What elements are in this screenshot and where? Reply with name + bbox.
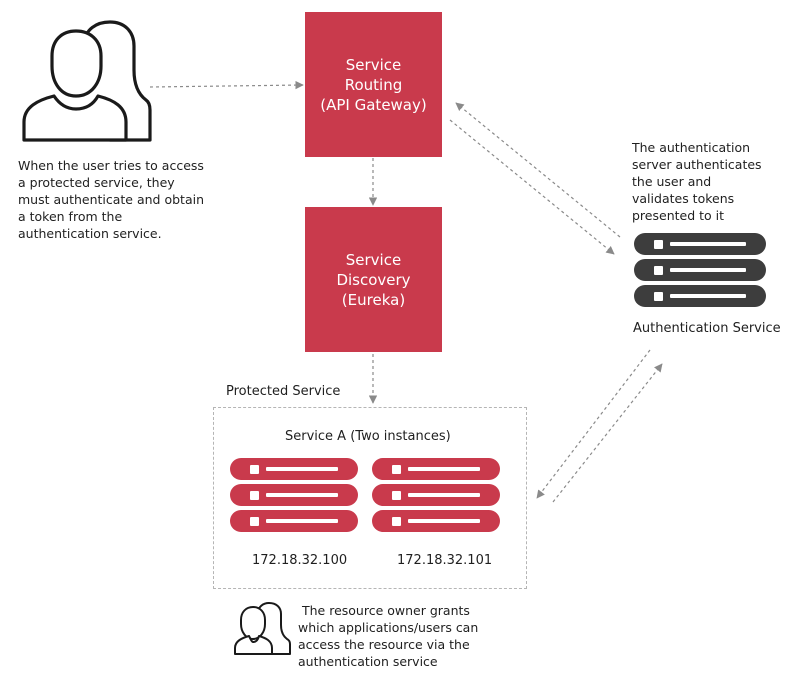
protected-service-label: Protected Service	[226, 384, 341, 399]
auth-caption-line: validates tokens	[632, 191, 735, 206]
instance-1-ip: 172.18.32.100	[252, 553, 348, 568]
arrow-auth-to-service	[536, 349, 651, 499]
server-icon	[372, 510, 500, 532]
server-slot	[408, 467, 480, 471]
server-icon	[634, 285, 766, 307]
server-indicator	[654, 292, 663, 301]
server-icon	[372, 484, 500, 506]
api-gateway-line: Routing	[344, 75, 403, 94]
server-slot	[670, 294, 746, 298]
server-icon	[634, 259, 766, 281]
auth-caption-line: server authenticates	[632, 157, 762, 172]
auth-caption-line: presented to it	[632, 208, 725, 223]
api-gateway-box: Service Routing (API Gateway)	[305, 12, 442, 157]
user-caption-line: a token from the	[18, 209, 123, 224]
user-caption-line: must authenticate and obtain	[18, 192, 205, 207]
service-discovery-box: Service Discovery (Eureka)	[305, 207, 442, 352]
server-indicator	[654, 240, 663, 249]
arrow-gateway-to-auth	[449, 119, 615, 255]
server-indicator	[392, 517, 401, 526]
server-indicator	[250, 517, 259, 526]
server-icon	[372, 458, 500, 480]
arrow-service-to-auth	[552, 363, 663, 503]
arrow-auth-to-gateway	[455, 102, 621, 238]
owner-caption-line: The resource owner grants	[302, 603, 470, 618]
service-discovery-line: Service	[345, 250, 402, 269]
server-icon	[230, 510, 358, 532]
arrow-user-to-gateway	[149, 80, 304, 90]
server-slot	[670, 242, 746, 246]
user-caption-line: a protected service, they	[18, 175, 175, 190]
service-a-label: Service A (Two instances)	[285, 429, 451, 444]
server-slot	[670, 268, 746, 272]
auth-caption: The authentication server authenticates …	[632, 139, 762, 224]
server-slot	[266, 467, 338, 471]
user-caption: When the user tries to access a protecte…	[18, 157, 204, 242]
api-gateway-line: Service	[345, 55, 402, 74]
server-icon	[634, 233, 766, 255]
user-caption-line: When the user tries to access	[18, 158, 204, 173]
server-icon	[230, 484, 358, 506]
server-slot	[266, 519, 338, 523]
service-discovery-line: Discovery	[336, 270, 411, 289]
instance-2-stack	[372, 458, 500, 536]
instance-2-ip: 172.18.32.101	[397, 553, 493, 568]
server-slot	[408, 493, 480, 497]
owner-caption: The resource owner grants which applicat…	[298, 602, 478, 670]
owner-caption-line: authentication service	[298, 654, 438, 669]
auth-server-stack	[634, 233, 766, 313]
server-indicator	[654, 266, 663, 275]
server-icon	[230, 458, 358, 480]
owner-caption-line: which applications/users can	[298, 620, 479, 635]
auth-caption-line: the user and	[632, 174, 712, 189]
resource-owner-icon	[234, 602, 291, 655]
server-indicator	[392, 465, 401, 474]
user-group-icon	[22, 20, 152, 142]
service-discovery-line: (Eureka)	[341, 290, 406, 309]
user-caption-line: authentication service.	[18, 226, 162, 241]
instance-1-stack	[230, 458, 358, 536]
service-discovery-text: Service Discovery (Eureka)	[336, 250, 410, 310]
owner-caption-line: access the resource via the	[298, 637, 470, 652]
api-gateway-line: (API Gateway)	[320, 95, 427, 114]
protected-service-box	[213, 407, 527, 589]
api-gateway-text: Service Routing (API Gateway)	[320, 55, 426, 115]
auth-service-label: Authentication Service	[633, 321, 781, 336]
server-slot	[408, 519, 480, 523]
server-indicator	[250, 491, 259, 500]
server-indicator	[250, 465, 259, 474]
server-slot	[266, 493, 338, 497]
server-indicator	[392, 491, 401, 500]
auth-caption-line: The authentication	[632, 140, 751, 155]
